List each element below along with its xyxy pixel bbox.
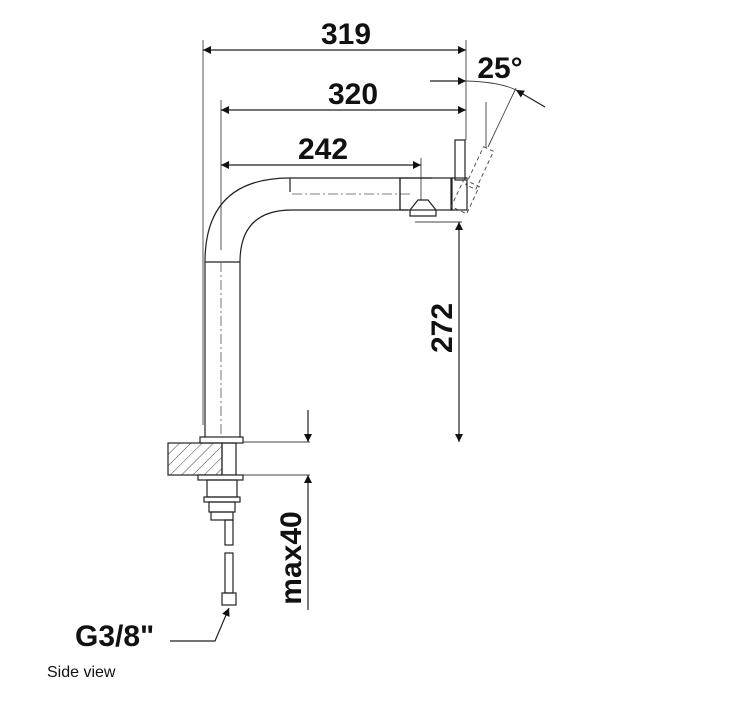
dimension-label-319: 319	[321, 18, 371, 51]
connection-callout: G3/8"	[75, 607, 230, 653]
dimension-label-320: 320	[328, 78, 378, 111]
dimension-label-25-degrees: 25°	[477, 52, 522, 85]
dimension-label-242: 242	[298, 133, 348, 166]
dimension-label-272: 272	[426, 303, 459, 353]
connection-label: G3/8"	[75, 620, 154, 653]
dimension-242: 242	[221, 133, 421, 169]
dimension-319: 319	[203, 18, 466, 54]
faucet-body	[204, 139, 495, 438]
countertop-section	[167, 436, 244, 606]
extension-lines	[202, 40, 487, 476]
dimension-272: 272	[426, 222, 463, 442]
dimension-max40: max40	[275, 410, 312, 610]
dimension-label-max40: max40	[275, 511, 308, 604]
dimension-angle-25: 25°	[430, 52, 546, 148]
figure-caption: Side view	[47, 664, 116, 681]
dimension-320: 320	[221, 78, 466, 114]
